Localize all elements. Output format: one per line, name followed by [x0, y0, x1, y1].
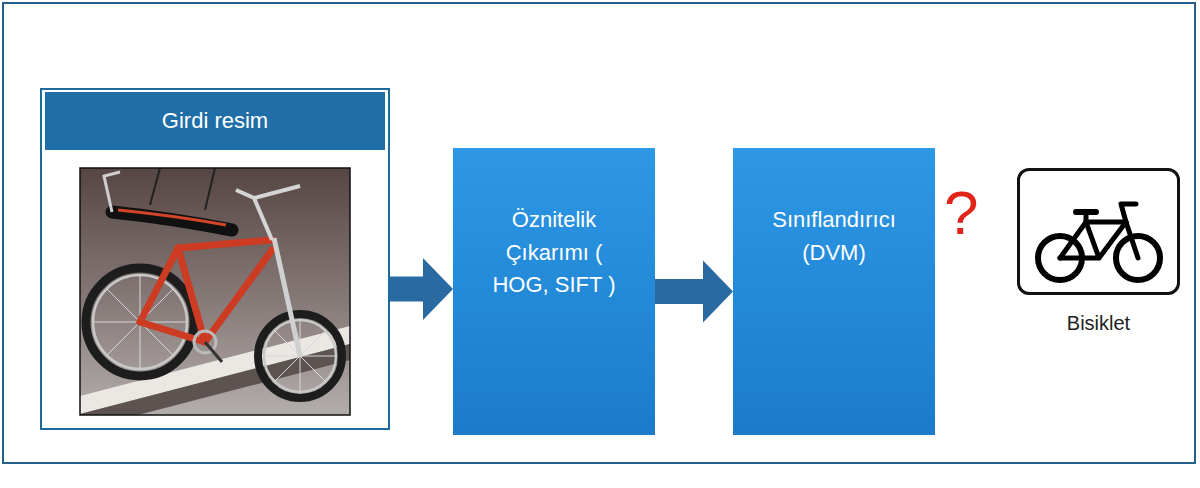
icon-caption: Bisiklet [1000, 312, 1197, 335]
box-label: Öznitelik Çıkarımı ( HOG, SIFT ) [479, 204, 629, 302]
result-icon-box: Bisiklet [1017, 168, 1180, 295]
bicycle-icon [1038, 204, 1160, 280]
panel-header-bar: Girdi resim [45, 92, 385, 150]
input-panel: Girdi resim [40, 88, 390, 430]
process-box: Öznitelik Çıkarımı ( HOG, SIFT ) [453, 148, 655, 435]
question-mark: ? [944, 182, 978, 244]
bicycle-photo [80, 168, 350, 430]
panel-heading: Girdi resim [162, 108, 268, 134]
box-label: Sınıflandırıcı (DVM) [759, 204, 909, 269]
outer-frame [3, 3, 1195, 463]
block-arrow [655, 261, 733, 323]
process-box: Sınıflandırıcı (DVM) [733, 148, 935, 435]
block-arrow [390, 258, 453, 320]
